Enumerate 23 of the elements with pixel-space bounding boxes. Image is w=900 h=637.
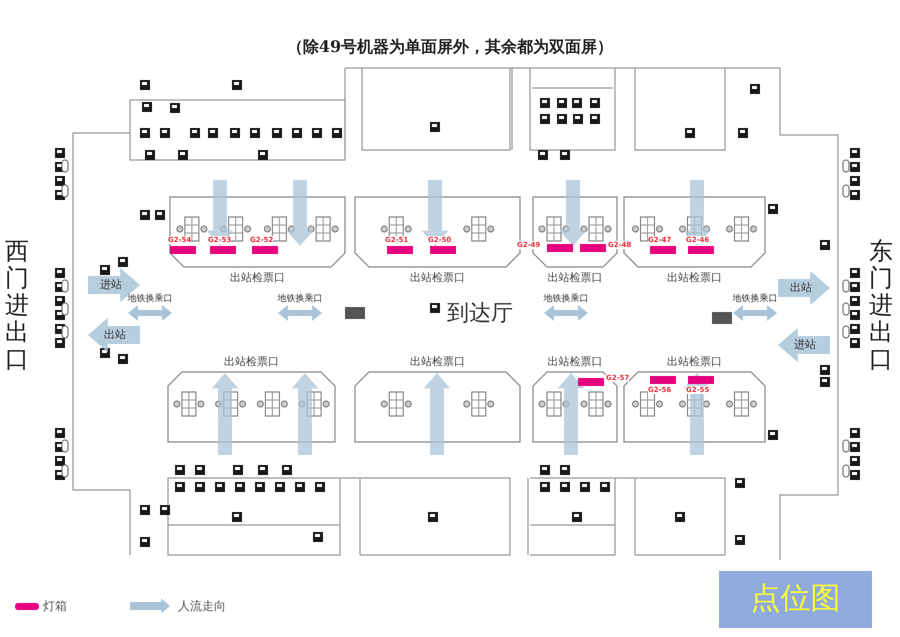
transfer-label: 地铁换乘口 — [126, 294, 174, 305]
label-box: 点位图 — [719, 571, 872, 628]
legend-label: 人流走向 — [178, 598, 226, 615]
transfer-label: 地铁换乘口 — [276, 294, 324, 305]
gate-label: 出站检票口 — [409, 354, 466, 369]
flow-label: 进站 — [99, 277, 123, 293]
flow-label: 出站 — [103, 327, 127, 343]
gate-label: 出站检票口 — [409, 270, 466, 285]
gate-label: 出站检票口 — [229, 270, 286, 285]
flow-label: 进站 — [793, 337, 817, 353]
gate-label: 出站检票口 — [666, 270, 723, 285]
transfer-label: 地铁换乘口 — [542, 294, 590, 305]
transfer-label: 地铁换乘口 — [732, 294, 778, 305]
hall-label: 到达厅 — [447, 301, 513, 327]
legend-label: 灯箱 — [43, 598, 67, 615]
gate-label: 出站检票口 — [546, 270, 604, 285]
flow-label: 出站 — [789, 280, 813, 296]
gate-label: 出站检票口 — [666, 354, 723, 369]
entrance-label: 东门进出口 — [868, 238, 894, 373]
gate-label: 出站检票口 — [546, 354, 604, 369]
entrance-label: 西门进出口 — [4, 238, 30, 373]
title: （除49号机器为单面屏外，其余都为双面屏） — [286, 37, 614, 58]
gate-label: 出站检票口 — [223, 354, 280, 369]
